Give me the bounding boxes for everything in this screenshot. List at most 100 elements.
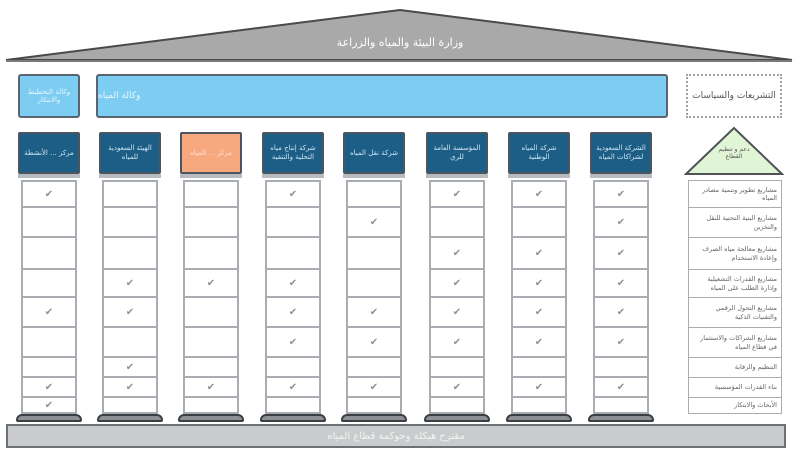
pillar-cell: ✔ [21, 378, 77, 398]
pillar-cell: ✔ [265, 180, 321, 208]
pillar-cell: ✔ [346, 298, 402, 328]
legislation-policies-box: التشريعات والسياسات [686, 74, 782, 118]
check-icon: ✔ [534, 277, 544, 289]
entity-pillar: ✔✔ [183, 180, 239, 414]
pillar-cell [593, 398, 649, 414]
pillar-cell: ✔ [593, 238, 649, 270]
pillar-cell: ✔ [593, 328, 649, 358]
check-icon: ✔ [288, 188, 298, 200]
project-category-label: الأبحاث والابتكار [688, 398, 782, 414]
check-icon: ✔ [616, 277, 626, 289]
check-icon: ✔ [534, 247, 544, 259]
ministry-title: وزارة البيئة والمياه والزراعة [336, 36, 464, 49]
pillar-cell: ✔ [21, 180, 77, 208]
check-icon: ✔ [288, 381, 298, 393]
pillar-cell [102, 398, 158, 414]
pillar-cell [265, 398, 321, 414]
pillar-cell: ✔ [346, 378, 402, 398]
pillar-cell: ✔ [429, 238, 485, 270]
pillar-cell [346, 398, 402, 414]
pillar-cell [21, 328, 77, 358]
pillar-cell [183, 328, 239, 358]
entity-pillar: ✔ ✔ ✔ ✔ [102, 180, 158, 414]
entity-header-base [343, 174, 405, 178]
check-icon: ✔ [452, 277, 462, 289]
check-icon: ✔ [206, 381, 216, 393]
pillar-plinth [588, 414, 654, 422]
pillar-cell: ✔ [593, 298, 649, 328]
pillar-cell: ✔ [265, 270, 321, 298]
project-category-label: مشاريع الشراكات والاستثمار في قطاع الميا… [688, 328, 782, 358]
entity-header: الهيئة السعودية للمياه [99, 132, 161, 174]
pillar-cell: ✔ [183, 378, 239, 398]
water-agency-bar: وكالة المياه [96, 74, 668, 118]
check-icon: ✔ [125, 306, 135, 318]
entity-header: المؤسسة العامة للري [426, 132, 488, 174]
project-category-label: مشاريع تطوير وتنمية مصادر المياه [688, 180, 782, 208]
pillar-cell [183, 208, 239, 238]
pillar-cell: ✔ [102, 270, 158, 298]
triangle-label: دعم و تنظيم القطاع [718, 146, 750, 161]
pillar-cell [183, 358, 239, 378]
ministry-roof [5, 8, 793, 62]
check-icon: ✔ [616, 188, 626, 200]
pillar-cell: ✔ [593, 378, 649, 398]
pillar-cell [346, 358, 402, 378]
entity-pillar: ✔✔✔✔✔ [265, 180, 321, 414]
pillar-cell [265, 238, 321, 270]
pillar-plinth [260, 414, 326, 422]
check-icon: ✔ [44, 188, 54, 200]
pillar-cell: ✔ [429, 378, 485, 398]
entity-header-base [18, 174, 80, 178]
entity-header-base [180, 174, 242, 178]
entity-header-base [590, 174, 652, 178]
pillar-cell: ✔ [21, 298, 77, 328]
pillar-cell [265, 358, 321, 378]
pillar-cell: ✔ [102, 358, 158, 378]
pillar-cell [102, 238, 158, 270]
check-icon: ✔ [534, 336, 544, 348]
check-icon: ✔ [534, 188, 544, 200]
pillar-cell: ✔ [593, 208, 649, 238]
pillar-cell [511, 358, 567, 378]
pillar-cell [346, 270, 402, 298]
entity-header: شركة المياه الوطنية [508, 132, 570, 174]
pillar-cell [183, 398, 239, 414]
pillar-cell [102, 180, 158, 208]
project-category-label: بناء القدرات المؤسسية [688, 378, 782, 398]
check-icon: ✔ [534, 381, 544, 393]
pillar-cell: ✔ [21, 398, 77, 414]
pillar-plinth [97, 414, 163, 422]
pillar-plinth [341, 414, 407, 422]
check-icon: ✔ [125, 381, 135, 393]
pillar-cell [21, 358, 77, 378]
pillar-cell [21, 238, 77, 270]
check-icon: ✔ [616, 336, 626, 348]
check-icon: ✔ [369, 381, 379, 393]
check-icon: ✔ [288, 277, 298, 289]
check-icon: ✔ [44, 306, 54, 318]
check-icon: ✔ [206, 277, 216, 289]
check-icon: ✔ [369, 306, 379, 318]
pillar-cell [183, 298, 239, 328]
sector-structure-base: مقترح هيكلة وحوكمة قطاع المياه [6, 424, 786, 448]
pillar-plinth [506, 414, 572, 422]
pillar-cell: ✔ [593, 180, 649, 208]
pillar-cell [511, 398, 567, 414]
pillar-cell: ✔ [511, 238, 567, 270]
pillar-cell [21, 270, 77, 298]
pillar-cell: ✔ [346, 328, 402, 358]
check-icon: ✔ [125, 277, 135, 289]
entity-header-base [508, 174, 570, 178]
pillar-cell [183, 238, 239, 270]
pillar-cell: ✔ [265, 378, 321, 398]
check-icon: ✔ [125, 361, 135, 373]
check-icon: ✔ [44, 381, 54, 393]
pillar-cell [429, 208, 485, 238]
pillar-cell [429, 398, 485, 414]
check-icon: ✔ [452, 306, 462, 318]
pillar-cell: ✔ [346, 208, 402, 238]
pillar-cell: ✔ [429, 180, 485, 208]
entity-header: الشركة السعودية لشراكات المياه [590, 132, 652, 174]
check-icon: ✔ [288, 336, 298, 348]
